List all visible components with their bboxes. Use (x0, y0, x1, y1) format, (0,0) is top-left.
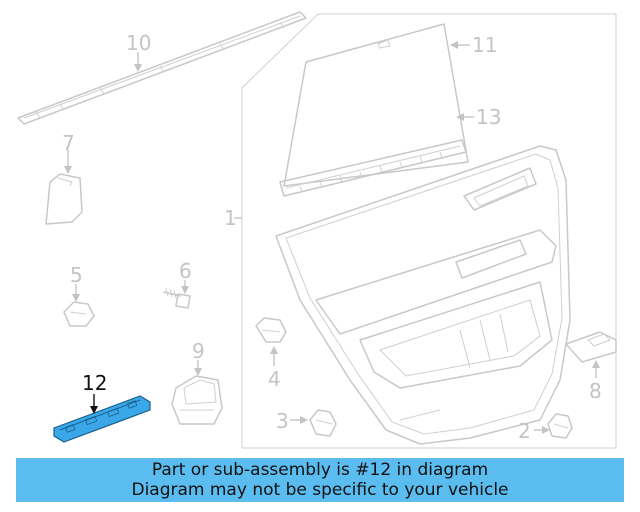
info-banner: Part or sub-assembly is #12 in diagram D… (16, 458, 624, 502)
callout-13: 13 (476, 105, 501, 129)
callout-9: 9 (192, 339, 205, 363)
callout-7: 7 (62, 131, 75, 155)
screw-part-6 (163, 287, 191, 309)
weatherstrip-part (279, 139, 467, 197)
callout-12[interactable]: 12 (82, 371, 107, 395)
clip-part-2 (547, 413, 573, 439)
switch-bezel-part-12[interactable] (53, 395, 151, 443)
callout-10: 10 (126, 31, 151, 55)
clip-part-4 (255, 317, 287, 343)
belt-molding-part (17, 11, 307, 125)
callout-leaders (64, 41, 600, 434)
callout-2: 2 (518, 419, 531, 443)
banner-line-2: Diagram may not be specific to your vehi… (131, 480, 509, 500)
callout-4: 4 (268, 367, 281, 391)
callout-6: 6 (179, 259, 192, 283)
callout-11: 11 (472, 33, 497, 57)
clip-part-5 (63, 301, 95, 327)
clip-part-3 (309, 409, 337, 437)
callout-3: 3 (276, 409, 289, 433)
door-trim-panel (275, 145, 571, 445)
callout-1: 1 (224, 206, 237, 230)
parts-diagram: 10 11 13 1 7 5 6 9 4 3 2 8 12 (17, 11, 617, 449)
window-glass-part (283, 23, 469, 187)
banner-line-1: Part or sub-assembly is #12 in diagram (151, 460, 489, 480)
bezel-part-8 (565, 331, 617, 363)
callout-5: 5 (70, 263, 83, 287)
cover-bracket-part (45, 173, 83, 225)
door-assembly-frame (241, 13, 617, 449)
window-switch-part (171, 375, 223, 425)
callout-8: 8 (589, 379, 602, 403)
